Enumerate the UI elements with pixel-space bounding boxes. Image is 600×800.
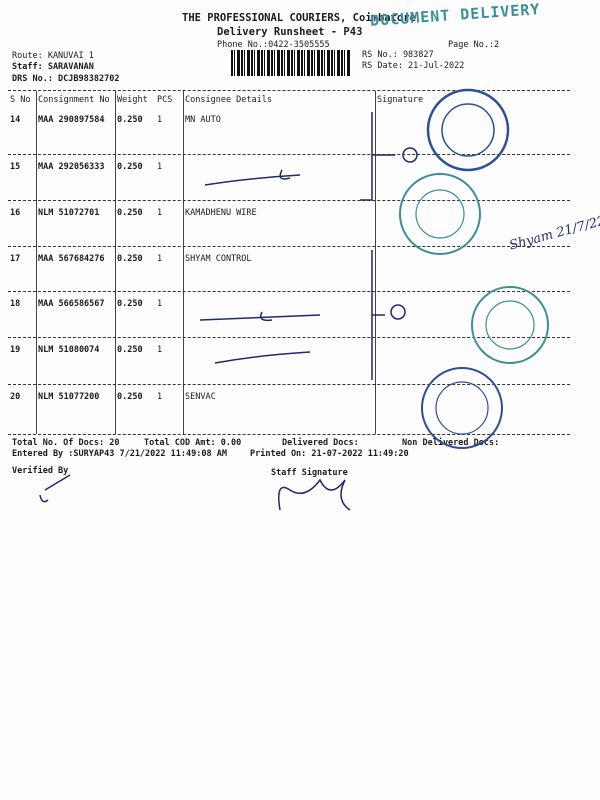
row-sno: 20 xyxy=(10,392,21,402)
row-sno: 15 xyxy=(10,162,21,172)
row-cons: MAA 566586567 xyxy=(38,299,105,309)
drs-number: DRS No.: DCJB98382702 xyxy=(12,74,120,84)
row-cons: MAA 292056333 xyxy=(38,162,105,172)
row-weight: 0.250 xyxy=(117,254,143,264)
col-signature: Signature xyxy=(377,95,424,105)
company-stamps xyxy=(399,88,549,449)
row-cons: MAA 290897584 xyxy=(38,115,105,125)
route: Route: KANUVAI 1 xyxy=(12,51,94,61)
delivered-docs: Delivered Docs: xyxy=(282,438,359,448)
total-cod: Total COD Amt: 0.00 xyxy=(144,438,242,448)
row-sno: 19 xyxy=(10,345,21,355)
row-divider xyxy=(8,200,570,201)
row-pcs: 1 xyxy=(157,299,163,309)
col-pcs: PCS xyxy=(157,95,173,105)
col-line xyxy=(183,91,184,434)
entered-by: Entered By :SURYAP43 7/21/2022 11:49:08 … xyxy=(12,449,227,459)
signature-marks xyxy=(39,112,418,511)
row-weight: 0.250 xyxy=(117,392,143,402)
row-consignee: KAMADHENU WIRE xyxy=(185,208,257,218)
row-weight: 0.250 xyxy=(117,115,143,125)
row-sno: 14 xyxy=(10,115,21,125)
row-divider xyxy=(8,384,570,385)
mn-auto-stamp xyxy=(426,88,510,172)
row-sno: 18 xyxy=(10,299,21,309)
row-divider xyxy=(8,337,570,338)
row-consignee: SENVAC xyxy=(185,392,216,402)
col-consignment: Consignment No xyxy=(38,95,110,105)
staff: Staff: SARAVANAN xyxy=(12,62,94,72)
total-docs: Total No. Of Docs: 20 xyxy=(12,438,120,448)
rs-number: RS No.: 983827 xyxy=(362,50,434,60)
col-consignee: Consignee Details xyxy=(185,95,272,105)
verified-by: Verified By xyxy=(12,466,69,476)
col-line xyxy=(375,91,376,434)
kamadhenu-stamp xyxy=(399,173,481,255)
barcode xyxy=(231,50,351,76)
row-weight: 0.250 xyxy=(117,162,143,172)
divider xyxy=(8,434,570,435)
row-weight: 0.250 xyxy=(117,299,143,309)
row-pcs: 1 xyxy=(157,392,163,402)
divider xyxy=(8,90,570,91)
row-cons: MAA 567684276 xyxy=(38,254,105,264)
row-weight: 0.250 xyxy=(117,345,143,355)
staff-signature-label: Staff Signature xyxy=(271,468,348,478)
row-divider xyxy=(8,246,570,247)
shyam-stamp xyxy=(471,286,549,364)
row-pcs: 1 xyxy=(157,162,163,172)
row-cons: NLM 51080074 xyxy=(38,345,100,355)
row-pcs: 1 xyxy=(157,208,163,218)
row-pcs: 1 xyxy=(157,345,163,355)
printed-on: Printed On: 21-07-2022 11:49:20 xyxy=(250,449,409,459)
row-pcs: 1 xyxy=(157,254,163,264)
col-line xyxy=(36,91,37,434)
row-consignee: MN AUTO xyxy=(185,115,221,125)
row-weight: 0.250 xyxy=(117,208,143,218)
phone-number: Phone No.:0422-3505555 xyxy=(217,40,330,50)
senvac-stamp xyxy=(421,367,503,449)
row-consignee: SHYAM CONTROL xyxy=(185,254,252,264)
row-sno: 16 xyxy=(10,208,21,218)
company-name: THE PROFESSIONAL COURIERS, Coimbatore xyxy=(182,12,416,24)
row-pcs: 1 xyxy=(157,115,163,125)
row-cons: NLM 51077200 xyxy=(38,392,100,402)
non-delivered-docs: Non Delivered Docs: xyxy=(402,438,500,448)
col-line xyxy=(115,91,116,434)
row-cons: NLM 51072701 xyxy=(38,208,100,218)
row-divider xyxy=(8,291,570,292)
col-sno: S No xyxy=(10,95,31,105)
row-sno: 17 xyxy=(10,254,21,264)
runsheet-title: Delivery Runsheet - P43 xyxy=(217,26,363,38)
col-weight: Weight xyxy=(117,95,148,105)
row-divider xyxy=(8,154,570,155)
page-number: Page No.:2 xyxy=(448,40,500,50)
rs-date: RS Date: 21-Jul-2022 xyxy=(362,61,465,71)
